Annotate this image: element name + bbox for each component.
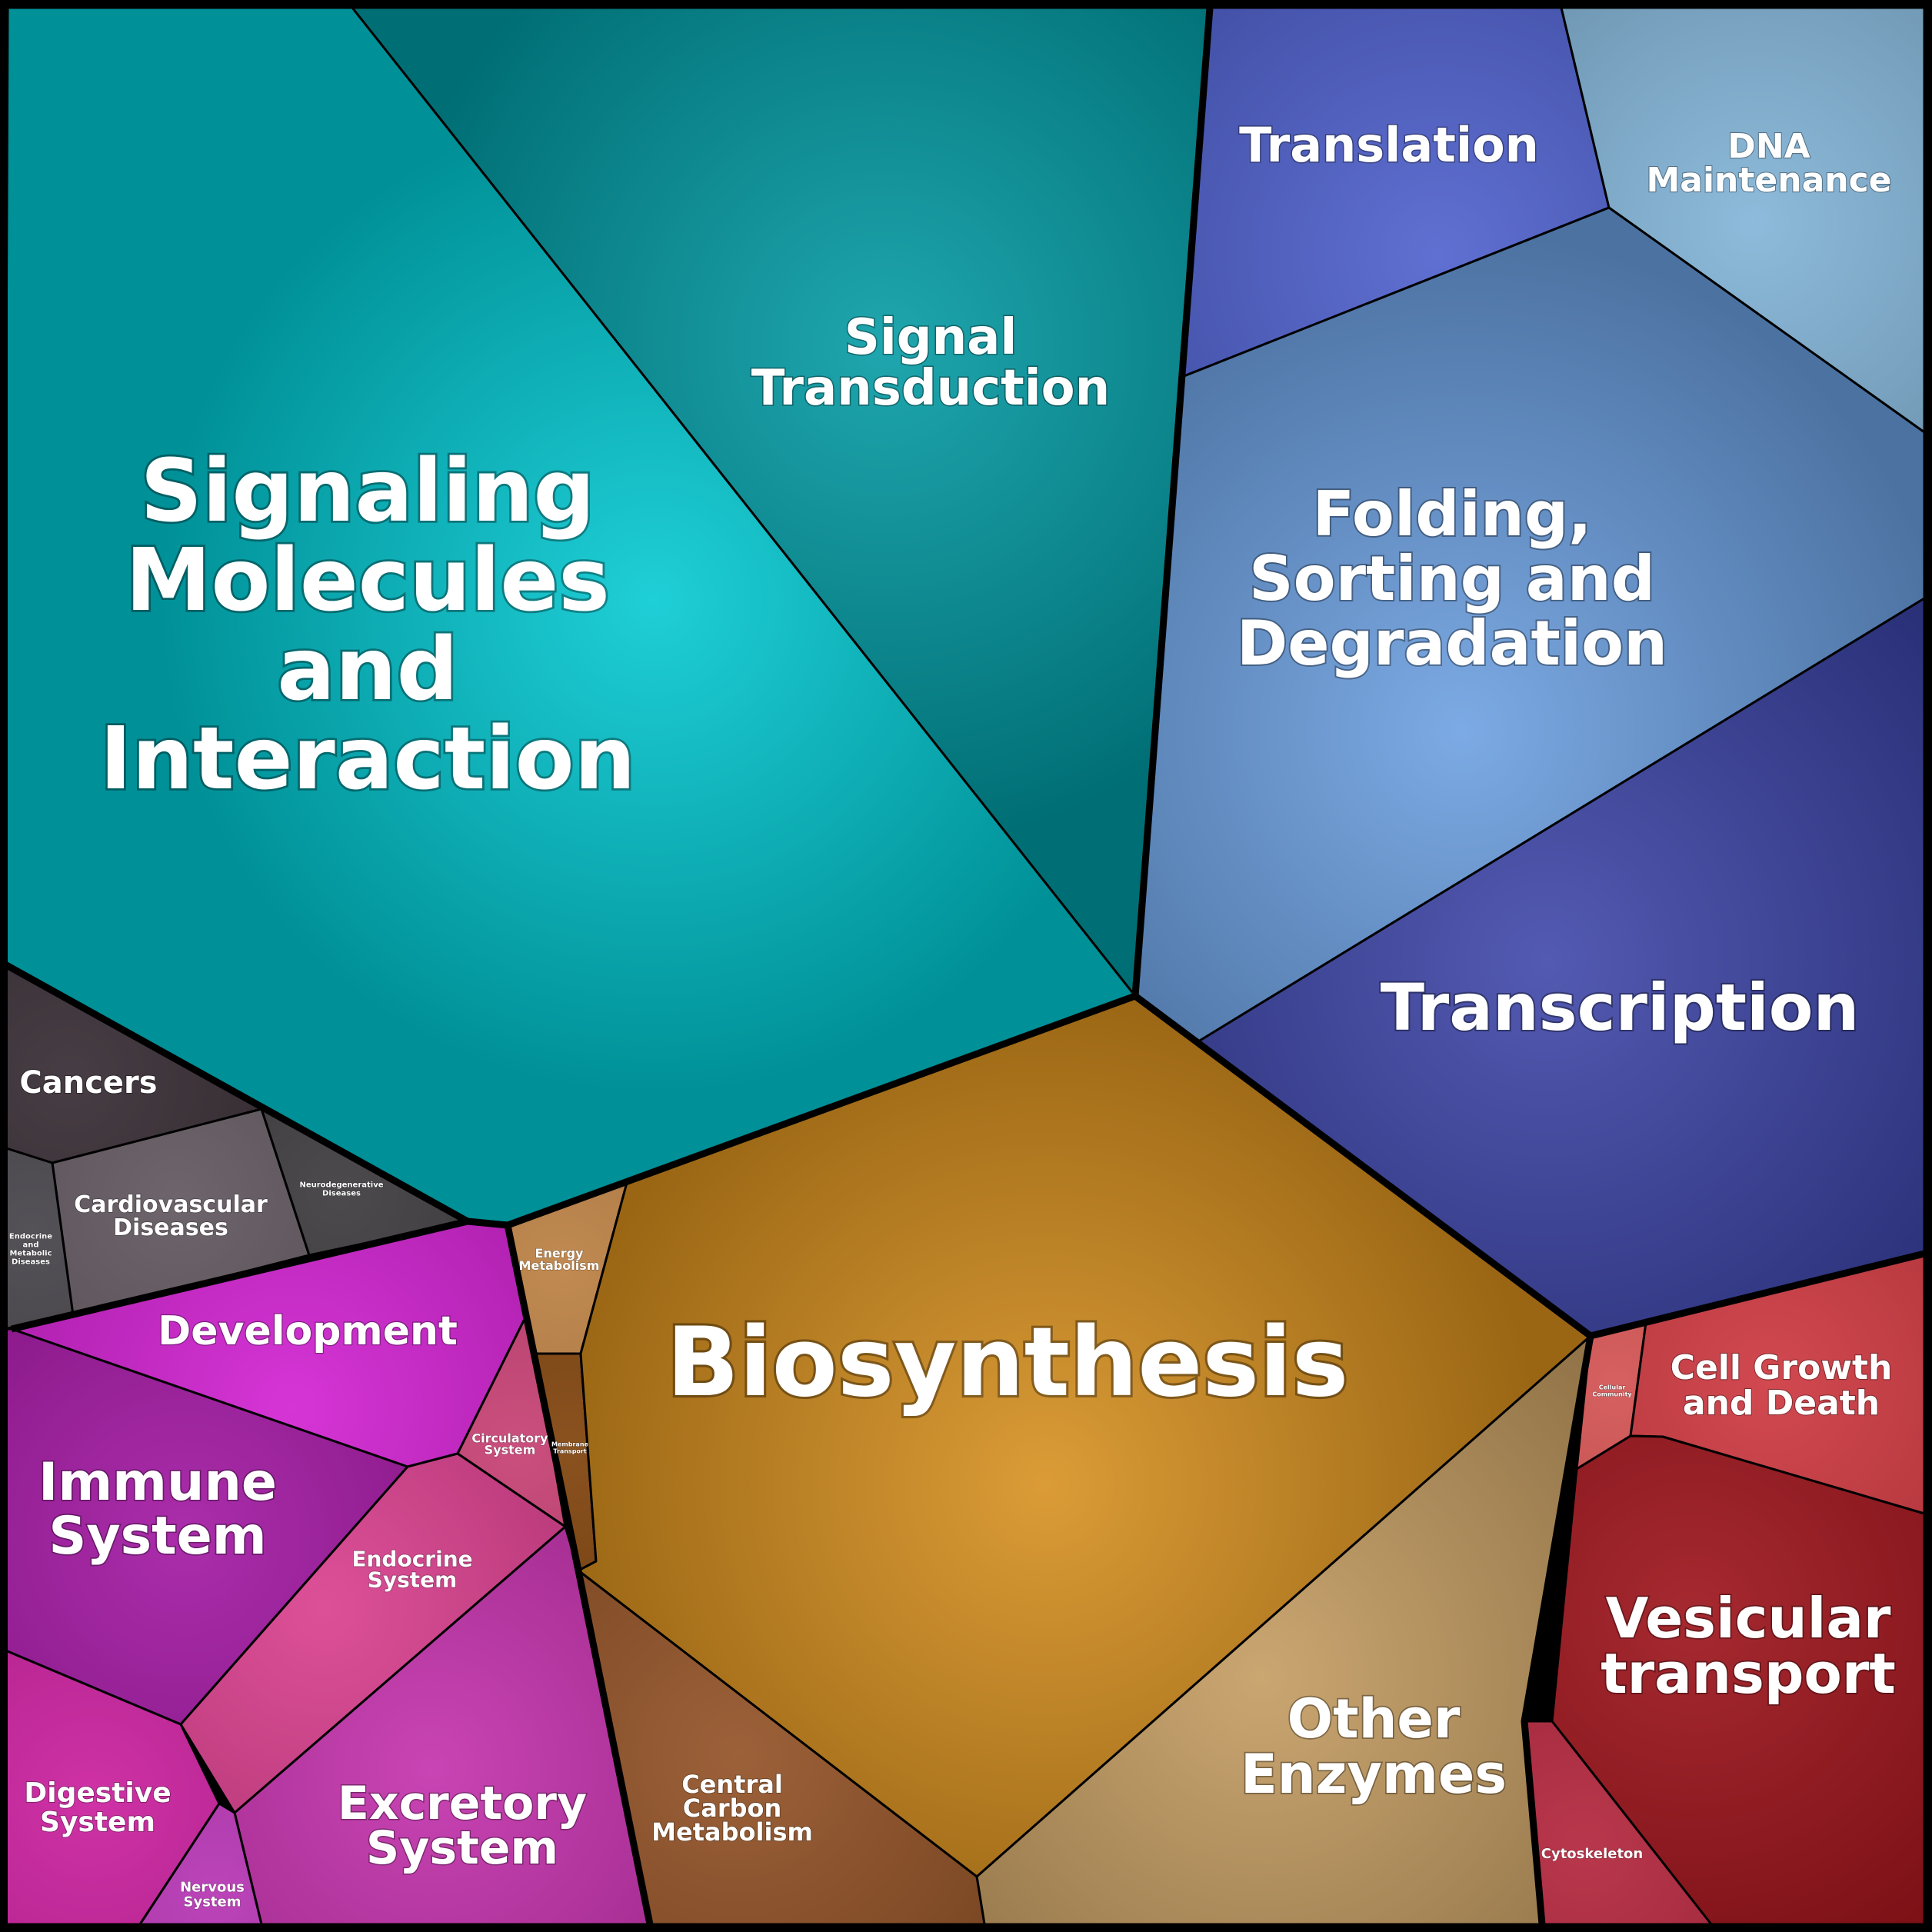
group-border (2, 961, 1137, 1229)
label-line: System (40, 1807, 155, 1838)
label-line: Diseases (322, 1190, 361, 1198)
label-line: Folding, (1312, 478, 1591, 550)
label-line: Interaction (100, 709, 636, 809)
label-line: Other (1287, 1687, 1461, 1750)
label-line: and (22, 1241, 38, 1250)
label-translation: Translation (1239, 117, 1539, 173)
label-line: Cellular (1599, 1384, 1626, 1391)
label-line: Molecules (125, 531, 610, 631)
label-line: Digestive (24, 1777, 171, 1809)
label-biosynthesis: Biosynthesis (667, 1307, 1349, 1418)
label-line: Maintenance (1646, 161, 1891, 200)
label-line: Enzymes (1241, 1743, 1507, 1806)
label-cytoskeleton: Cytoskeleton (1541, 1846, 1644, 1862)
label-line: Diseases (12, 1258, 50, 1267)
label-line: Cytoskeleton (1541, 1846, 1644, 1862)
label-line: System (48, 1506, 266, 1567)
group-border (1131, 7, 1214, 997)
label-line: Energy (535, 1246, 585, 1261)
label-line: Diseases (113, 1214, 228, 1241)
group-border (504, 1224, 654, 1925)
label-line: Community (1592, 1391, 1632, 1397)
label-line: Central (681, 1770, 783, 1799)
label-line: Development (158, 1308, 458, 1354)
label-line: Transport (553, 1447, 587, 1454)
label-line: Immune (38, 1452, 277, 1513)
group-border (10, 1217, 469, 1333)
label-line: Translation (1239, 117, 1539, 173)
label-line: DNA (1727, 127, 1810, 166)
label-line: Metabolism (651, 1817, 813, 1847)
label-line: Cancers (19, 1065, 157, 1101)
label-line: Membrane (551, 1441, 588, 1447)
label-line: System (366, 1821, 558, 1875)
label-line: Metabolic (9, 1250, 52, 1258)
label-line: Signal (844, 309, 1018, 366)
label-line: Vesicular (1606, 1586, 1891, 1651)
label-line: Transduction (751, 360, 1110, 417)
label-line: System (184, 1894, 242, 1910)
label-cancers: Cancers (19, 1065, 157, 1101)
label-line: Sorting and (1249, 543, 1655, 615)
label-line: Signaling (140, 441, 595, 541)
label-line: Excretory (338, 1777, 587, 1830)
label-line: Neurodegenerative (299, 1181, 383, 1190)
label-line: and (277, 620, 458, 720)
label-line: Transcription (1381, 970, 1860, 1045)
label-line: Endocrine (9, 1233, 52, 1241)
label-line: Circulatory (471, 1431, 548, 1445)
label-line: Cell Growth (1671, 1348, 1893, 1387)
label-line: Biosynthesis (667, 1307, 1349, 1418)
label-line: Metabolism (519, 1258, 600, 1273)
label-line: transport (1601, 1641, 1896, 1706)
label-line: and Death (1683, 1384, 1880, 1423)
label-line: System (368, 1567, 458, 1593)
label-line: Degradation (1237, 608, 1667, 679)
label-line: Carbon (683, 1794, 782, 1823)
label-line: Cardiovascular (74, 1191, 268, 1218)
group-border (1521, 1335, 1594, 1925)
label-transcription: Transcription (1381, 970, 1860, 1045)
label-development: Development (158, 1308, 458, 1354)
label-line: Nervous (180, 1880, 245, 1896)
label-line: Endocrine (351, 1547, 472, 1572)
label-line: System (485, 1442, 536, 1457)
